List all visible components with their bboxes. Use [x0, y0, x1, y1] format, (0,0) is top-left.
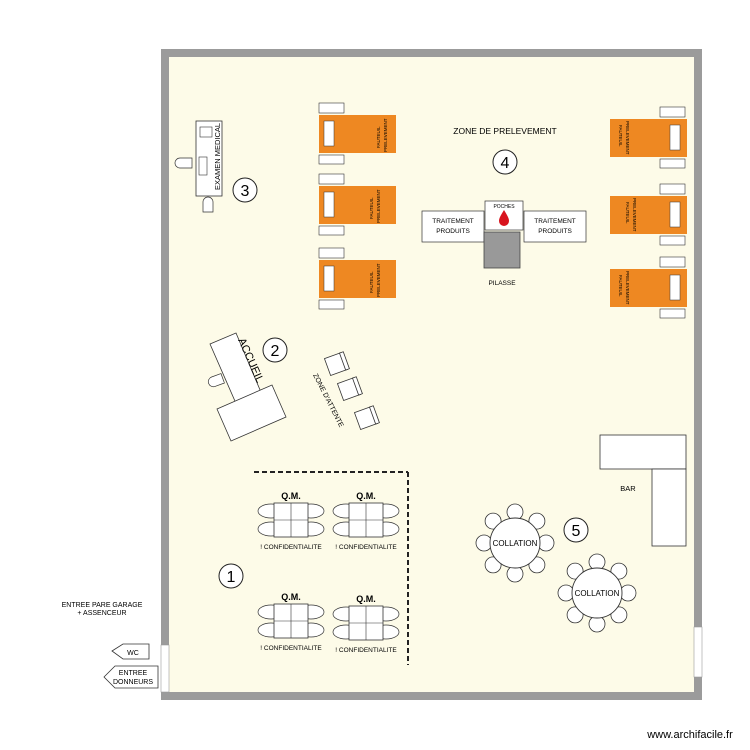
pilasse-label: PILASSE	[488, 280, 516, 287]
zone-number-4: 4	[492, 149, 518, 175]
chair-label-2: PRELEVEMENT	[383, 118, 388, 152]
door-right-wall	[693, 626, 703, 678]
poches-box: POCHES	[484, 200, 524, 231]
zone-prelevement-label: ZONE DE PRELEVEMENT	[453, 126, 556, 136]
bar-counter: BAR	[599, 434, 687, 547]
zone-number-3: 3	[232, 177, 258, 203]
traitement-produits-left: TRAITEMENT PRODUITS	[421, 210, 485, 243]
pilasse-pillar	[483, 231, 521, 269]
examen-medical-label: EXAMEN MEDICAL	[213, 123, 222, 190]
svg-text:5: 5	[572, 523, 581, 540]
prelevement-chair-right-3: FAUTEUIL PRELEVEMENT	[610, 256, 687, 319]
svg-text:TRAITEMENT: TRAITEMENT	[432, 218, 474, 225]
zone-number-5: 5	[563, 517, 589, 543]
chair-label-2: PRELEVEMENT	[625, 121, 630, 155]
zone-number-1: 1	[218, 563, 244, 589]
svg-text:TRAITEMENT: TRAITEMENT	[534, 218, 576, 225]
qm-zone-boundary	[254, 471, 409, 665]
chair-label-1: FAUTEUIL	[376, 126, 381, 148]
waiting-chairs	[323, 351, 380, 431]
qm-label: Q.M.	[281, 592, 301, 602]
collation-label: COLLATION	[493, 539, 538, 548]
svg-text:WC: WC	[127, 650, 139, 657]
confidentialite-label: ! CONFIDENTIALITE	[260, 645, 322, 652]
qm-label: Q.M.	[356, 594, 376, 604]
qm-table-4: Q.M. ! CONFIDENTIALITE	[332, 594, 400, 654]
collation-table-2: COLLATION	[557, 553, 637, 633]
svg-text:1: 1	[227, 569, 236, 586]
qm-table-3: Q.M. ! CONFIDENTIALITE	[257, 592, 325, 652]
chair-label-1: FAUTEUIL	[618, 275, 623, 297]
svg-text:4: 4	[501, 155, 510, 172]
svg-text:POCHES: POCHES	[493, 204, 515, 210]
wc-arrow: WC	[111, 643, 150, 660]
qm-label: Q.M.	[356, 491, 376, 501]
bar-label: BAR	[620, 484, 636, 493]
collation-table-1: COLLATION	[475, 503, 555, 583]
chair-label-1: FAUTEUIL	[369, 271, 374, 293]
svg-text:PRODUITS: PRODUITS	[436, 228, 470, 235]
collation-table-top	[571, 567, 623, 619]
chair-label-1: FAUTEUIL	[625, 202, 630, 224]
entree-garage-label-1: ENTREE PARE GARAGE	[62, 602, 143, 609]
qm-table-1: Q.M. ! CONFIDENTIALITE	[257, 491, 325, 551]
svg-text:DONNEURS: DONNEURS	[113, 679, 153, 686]
chair-label-2: PRELEVEMENT	[632, 198, 637, 232]
svg-text:ENTREE: ENTREE	[119, 670, 148, 677]
prelevement-chair-right-2: FAUTEUIL PRELEVEMENT	[610, 183, 687, 246]
zone-number-2: 2	[262, 337, 288, 363]
qm-table-2: Q.M. ! CONFIDENTIALITE	[332, 491, 400, 551]
prelevement-chair-right-1: FAUTEUIL PRELEVEMENT	[610, 106, 687, 169]
entree-garage-label-2: + ASSENCEUR	[77, 610, 126, 617]
svg-text:3: 3	[241, 183, 250, 200]
confidentialite-label: ! CONFIDENTIALITE	[335, 647, 397, 654]
prelevement-chair-left-3: FAUTEUIL PRELEVEMENT	[318, 247, 396, 310]
watermark: www.archifacile.fr	[646, 729, 733, 741]
chair-label-2: PRELEVEMENT	[376, 263, 381, 297]
examen-medical-desk: EXAMEN MEDICAL	[174, 120, 223, 213]
chair-label-2: PRELEVEMENT	[625, 271, 630, 305]
svg-text:2: 2	[271, 343, 280, 360]
qm-label: Q.M.	[281, 491, 301, 501]
confidentialite-label: ! CONFIDENTIALITE	[260, 544, 322, 551]
chair-label-2: PRELEVEMENT	[376, 189, 381, 223]
accueil-desk: ACCUEIL	[208, 332, 287, 442]
chair-label-1: FAUTEUIL	[369, 197, 374, 219]
collation-table-top	[489, 517, 541, 569]
svg-text:PRODUITS: PRODUITS	[538, 228, 572, 235]
chair-label-1: FAUTEUIL	[618, 125, 623, 147]
door-left-wall	[160, 644, 170, 693]
entree-donneurs-arrow: ENTREE DONNEURS	[103, 665, 159, 689]
blood-drop-icon	[499, 210, 509, 226]
confidentialite-label: ! CONFIDENTIALITE	[335, 544, 397, 551]
prelevement-chair-left-1: FAUTEUIL PRELEVEMENT	[318, 102, 396, 165]
prelevement-chair-left-2: FAUTEUIL PRELEVEMENT	[318, 173, 396, 236]
traitement-produits-right: TRAITEMENT PRODUITS	[523, 210, 587, 243]
collation-label: COLLATION	[575, 589, 620, 598]
